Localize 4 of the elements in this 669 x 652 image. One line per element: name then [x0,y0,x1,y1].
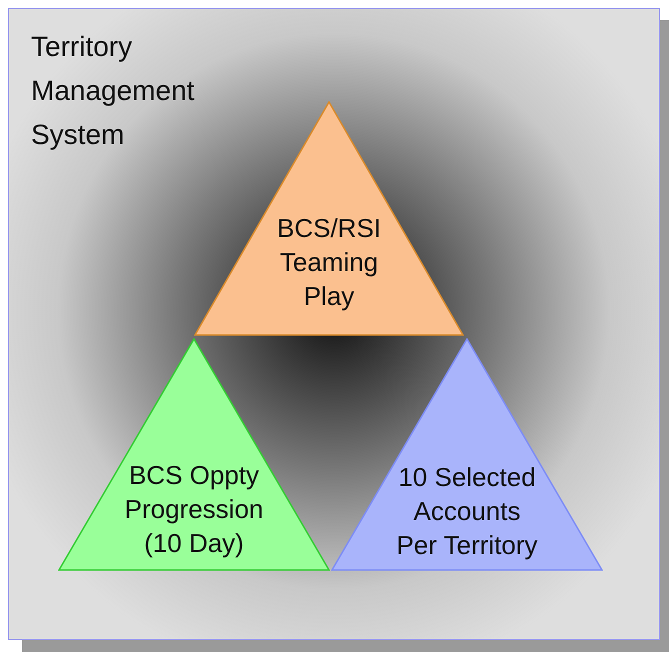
triangle-label: 10 Selected Accounts Per Territory [395,461,539,562]
panel-title: Territory Management System [31,30,196,152]
triangle-label: BCS/RSI Teaming Play [276,212,382,313]
triangle-label: BCS Oppty Progression (10 Day) [124,459,264,560]
